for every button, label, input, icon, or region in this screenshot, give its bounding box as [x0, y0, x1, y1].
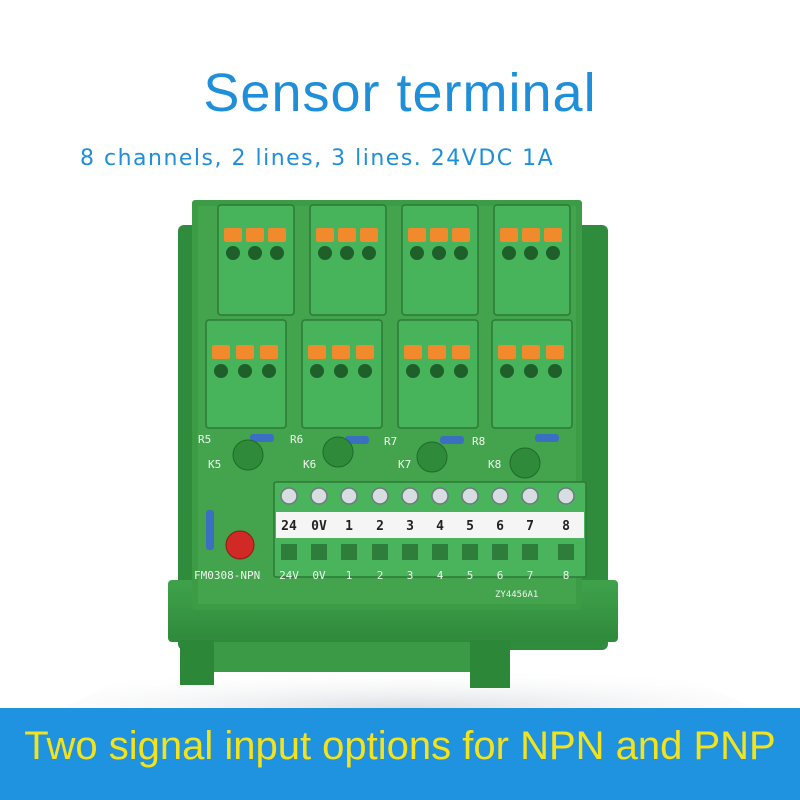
pcb-label-1: 0V — [312, 569, 326, 582]
resistor-label-r8: R8 — [472, 435, 485, 448]
terminal-label-3: 2 — [376, 519, 384, 534]
resistor-label-r6: R6 — [290, 433, 303, 446]
led-label-k8: K8 — [488, 458, 501, 471]
red-led — [225, 530, 255, 560]
resistor-label-r5: R5 — [198, 433, 211, 446]
terminal-label-8: 7 — [526, 519, 534, 534]
din-foot-left — [180, 640, 214, 685]
levers-upper — [224, 228, 562, 260]
terminal-label-strip — [276, 512, 584, 538]
terminal-label-6: 5 — [466, 519, 474, 534]
terminal-label-9: 8 — [562, 519, 570, 534]
subtitle: 8 channels, 2 lines, 3 lines. 24VDC 1A — [80, 146, 555, 171]
led-label-k6: K6 — [303, 458, 316, 471]
terminal-screws — [280, 487, 575, 505]
banner-text: Two signal input options for NPN and PNP — [24, 724, 776, 768]
terminal-label-5: 4 — [436, 519, 444, 534]
green-leds — [232, 436, 541, 479]
terminal-label-7: 6 — [496, 519, 504, 534]
pcb-label-2: 1 — [346, 569, 353, 582]
terminal-label-2: 1 — [345, 519, 353, 534]
din-foot-right — [470, 640, 510, 688]
board-code: ZY4456A1 — [495, 590, 538, 600]
terminal-label-1: 0V — [311, 519, 327, 534]
terminal-label-0: 24 — [281, 519, 297, 534]
led-label-k5: K5 — [208, 458, 221, 471]
pcb-label-4: 3 — [407, 569, 414, 582]
pcb-label-5: 4 — [437, 569, 444, 582]
pcb-label-7: 6 — [497, 569, 504, 582]
page-title: Sensor terminal — [203, 63, 597, 123]
pcb-label-0: 24V — [279, 569, 299, 582]
wire-entries — [281, 544, 574, 560]
pcb-label-8: 7 — [527, 569, 534, 582]
bottom-banner — [0, 708, 800, 800]
led-label-k7: K7 — [398, 458, 411, 471]
pcb-label-3: 2 — [377, 569, 384, 582]
pcb-label-9: 8 — [563, 569, 570, 582]
board-model: FM0308-NPN — [194, 569, 260, 582]
resistors — [206, 434, 559, 550]
terminal-label-4: 3 — [406, 519, 414, 534]
pcb-label-6: 5 — [467, 569, 474, 582]
resistor-label-r7: R7 — [384, 435, 397, 448]
levers-lower — [212, 345, 564, 378]
